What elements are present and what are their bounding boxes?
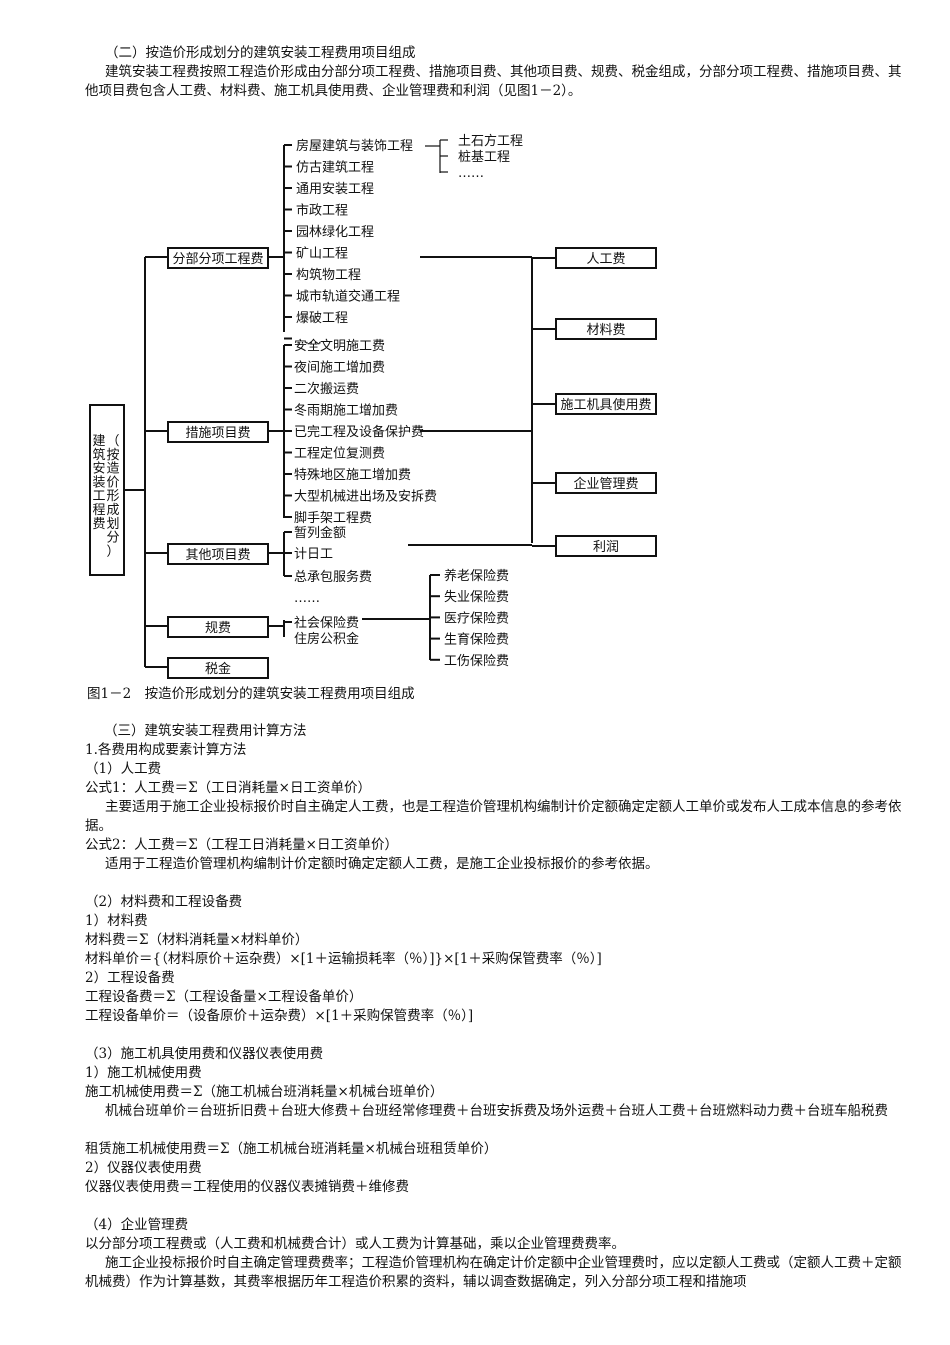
section-heading-2: （二）按造价形成划分的建筑安装工程费用项目组成	[105, 45, 416, 61]
fee-item: 住房公积金	[294, 631, 359, 647]
sec3-line: 2）仪器仪表使用费	[85, 1160, 202, 1176]
component-box	[555, 472, 657, 494]
figure-caption: 图1－2 按造价形成划分的建筑安装工程费用项目组成	[87, 686, 415, 700]
root-char: 造	[106, 462, 119, 477]
sec3-line: 公式2：人工费＝Σ（工程工日消耗量×日工资单价）	[85, 837, 398, 853]
root-char: 工	[92, 489, 105, 504]
sub-item: 市政工程	[296, 203, 348, 219]
component-box	[555, 318, 657, 340]
sub-item: 矿山工程	[296, 247, 348, 262]
insurance-item: 生育保险费	[444, 632, 509, 648]
sub-sub-item: 桩基工程	[458, 150, 510, 165]
sec3-line: （4）企业管理费	[85, 1217, 189, 1233]
component-label: 企业管理费	[573, 476, 638, 492]
measure-item: 冬雨期施工增加费	[294, 403, 398, 419]
component-box	[555, 247, 657, 269]
fee-item: 社会保险费	[294, 615, 359, 631]
sec3-line: 1）材料费	[85, 913, 148, 929]
sec3-line: 仪器仪表使用费＝工程使用的仪器仪表摊销费＋维修费	[85, 1179, 409, 1195]
measure-item: 安全文明施工费	[294, 338, 385, 354]
root-char: 价	[106, 475, 119, 490]
sub-sub-item: 土石方工程	[458, 133, 523, 149]
sec3-line: 2）工程设备费	[85, 970, 175, 986]
sec3-line: （3）施工机具使用费和仪器仪表使用费	[85, 1046, 324, 1062]
component-label: 人工费	[586, 252, 625, 267]
sub-item: 构筑物工程	[296, 267, 361, 283]
component-box	[555, 535, 657, 557]
intro-paragraph: 建筑安装工程费按照工程造价形成由分部分项工程费、措施项目费、其他项目费、规费、税…	[85, 64, 902, 99]
root-char: 程	[92, 503, 105, 518]
sec3-line: 材料单价＝{（材料原价＋运杂费）×[1＋运输损耗率（％）]}×[1＋采购保管费率…	[85, 951, 602, 967]
root-char: （	[106, 434, 119, 449]
component-label: 材料费	[586, 323, 625, 338]
root-char: 分	[106, 531, 119, 546]
level1-label: 分部分项工程费	[172, 252, 263, 267]
measure-item: 已完工程及设备保护费	[294, 424, 424, 440]
measure-item: 脚手架工程费	[294, 510, 372, 526]
measure-item: 大型机械进出场及安拆费	[294, 490, 437, 505]
root-char: 划	[106, 517, 119, 532]
other-item: 计日工	[294, 547, 333, 562]
root-char: 形	[106, 489, 119, 504]
other-item: ……	[294, 591, 320, 606]
other-item: 暂列金额	[294, 525, 346, 541]
root-char: 筑	[92, 447, 105, 463]
root-label: （按造价形成划分） 建筑安装工程费	[92, 434, 119, 559]
sec3-line: 以分部分项工程费或（人工费和机械费合计）或人工费为计算基础，乘以企业管理费费率。	[85, 1236, 625, 1252]
sec3-line: 施工机械使用费＝Σ（施工机械台班消耗量×机械台班单价）	[85, 1084, 444, 1100]
measure-item: 特殊地区施工增加费	[294, 468, 411, 483]
other-item: 总承包服务费	[294, 569, 372, 585]
root-char: ）	[106, 544, 119, 559]
insurance-item: 医疗保险费	[444, 611, 509, 626]
sec3-line: 租赁施工机械使用费＝Σ（施工机械台班消耗量×机械台班租赁单价）	[85, 1141, 498, 1157]
measure-item: 二次搬运费	[294, 381, 359, 397]
level1-label: 税金	[205, 661, 231, 677]
insurance-item: 养老保险费	[444, 568, 509, 584]
sec3-line: 工程设备费＝Σ（工程设备量×工程设备单价）	[85, 989, 363, 1005]
sec3-paragraph: 机械台班单价＝台班折旧费＋台班大修费＋台班经常修理费＋台班安拆费及场外运费＋台班…	[105, 1103, 888, 1119]
root-char: 费	[92, 517, 105, 532]
sub-item: 通用安装工程	[296, 182, 374, 197]
sec3-line: （三）建筑安装工程费用计算方法	[104, 723, 307, 739]
root-char: 按	[106, 448, 119, 463]
root-char: 装	[92, 475, 105, 490]
root-char: 建	[92, 434, 105, 449]
sec3-line: 公式1：人工费＝Σ（工日消耗量×日工资单价）	[85, 780, 371, 796]
sec3-line: 材料费＝Σ（材料消耗量×材料单价）	[85, 932, 309, 948]
sub-item: 园林绿化工程	[296, 225, 374, 240]
sec3-paragraph: 适用于工程造价管理机构编制计价定额时确定定额人工费，是施工企业投标报价的参考依据…	[105, 856, 659, 872]
sub-item: 城市轨道交通工程	[296, 289, 400, 305]
level1-box	[167, 657, 269, 679]
sec3-line: 工程设备单价＝（设备原价＋运杂费）×[1＋采购保管费率（％）]	[85, 1008, 474, 1024]
measure-item: 工程定位复测费	[294, 447, 385, 462]
sec3-line: （1）人工费	[85, 761, 162, 777]
sub-item: ……	[296, 333, 322, 348]
level1-label: 措施项目费	[185, 426, 250, 441]
sub-sub-item: ……	[458, 166, 484, 181]
sec3-line: 1.各费用构成要素计算方法	[85, 742, 247, 758]
insurance-item: 工伤保险费	[444, 654, 509, 669]
level1-label: 其他项目费	[185, 548, 250, 563]
sub-item: 爆破工程	[296, 311, 348, 326]
sec3-line: （2）材料费和工程设备费	[85, 894, 243, 910]
root-char: 成	[106, 503, 119, 518]
insurance-item: 失业保险费	[444, 590, 509, 605]
sub-item: 仿古建筑工程	[296, 160, 374, 176]
measure-item: 夜间施工增加费	[294, 361, 385, 376]
sec3-paragraph: 施工企业投标报价时自主确定管理费费率；工程造价管理机构在确定计价定额中企业管理费…	[85, 1255, 902, 1290]
sub-item: 房屋建筑与装饰工程	[296, 138, 413, 154]
sec3-paragraph: 主要适用于施工企业投标报价时自主确定人工费，也是工程造价管理机构编制计价定额确定…	[85, 799, 902, 834]
root-char: 安	[92, 462, 105, 477]
sec3-line: 1）施工机械使用费	[85, 1065, 202, 1081]
level1-label: 规费	[205, 621, 231, 636]
component-label: 施工机具使用费	[560, 397, 651, 413]
component-label: 利润	[593, 540, 619, 555]
component-box	[555, 393, 657, 415]
